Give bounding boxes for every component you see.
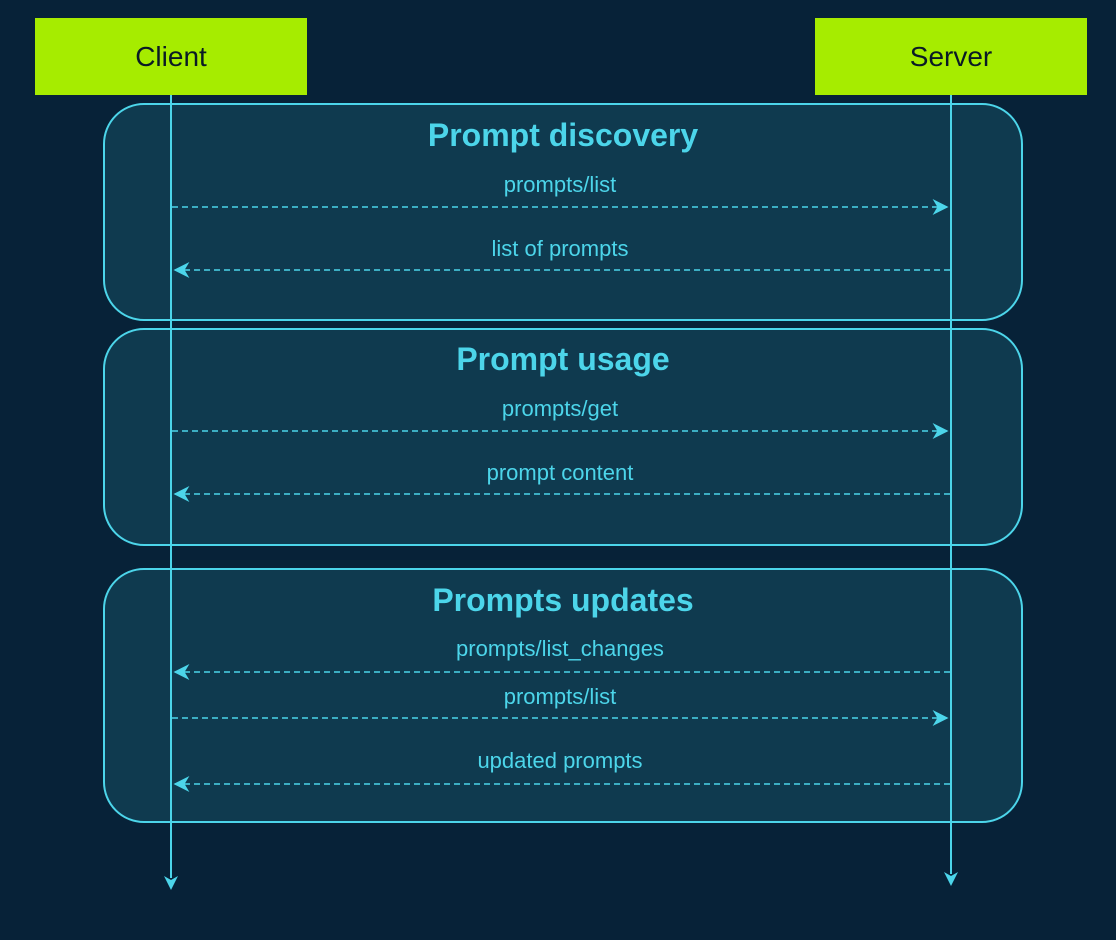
group-title: Prompts updates: [432, 582, 693, 618]
participant-server: Server: [815, 18, 1087, 95]
participant-client: Client: [35, 18, 307, 95]
message-label: prompt content: [487, 460, 634, 485]
message-label: prompts/list: [504, 172, 616, 197]
participant-server-label: Server: [909, 40, 993, 72]
message-label: prompts/list: [504, 684, 616, 709]
group-title: Prompt discovery: [428, 117, 699, 153]
message-label: updated prompts: [477, 748, 642, 773]
message-label: prompts/get: [502, 396, 618, 421]
participant-client-label: Client: [135, 40, 207, 72]
group-box: [103, 328, 1023, 546]
message-label: list of prompts: [492, 236, 629, 261]
message-label: prompts/list_changes: [456, 636, 664, 661]
group-title: Prompt usage: [456, 341, 669, 377]
group-box: [103, 103, 1023, 321]
group-box: [103, 568, 1023, 823]
server-lifeline-arrow: [944, 872, 958, 886]
client-lifeline-arrow: [164, 876, 178, 890]
